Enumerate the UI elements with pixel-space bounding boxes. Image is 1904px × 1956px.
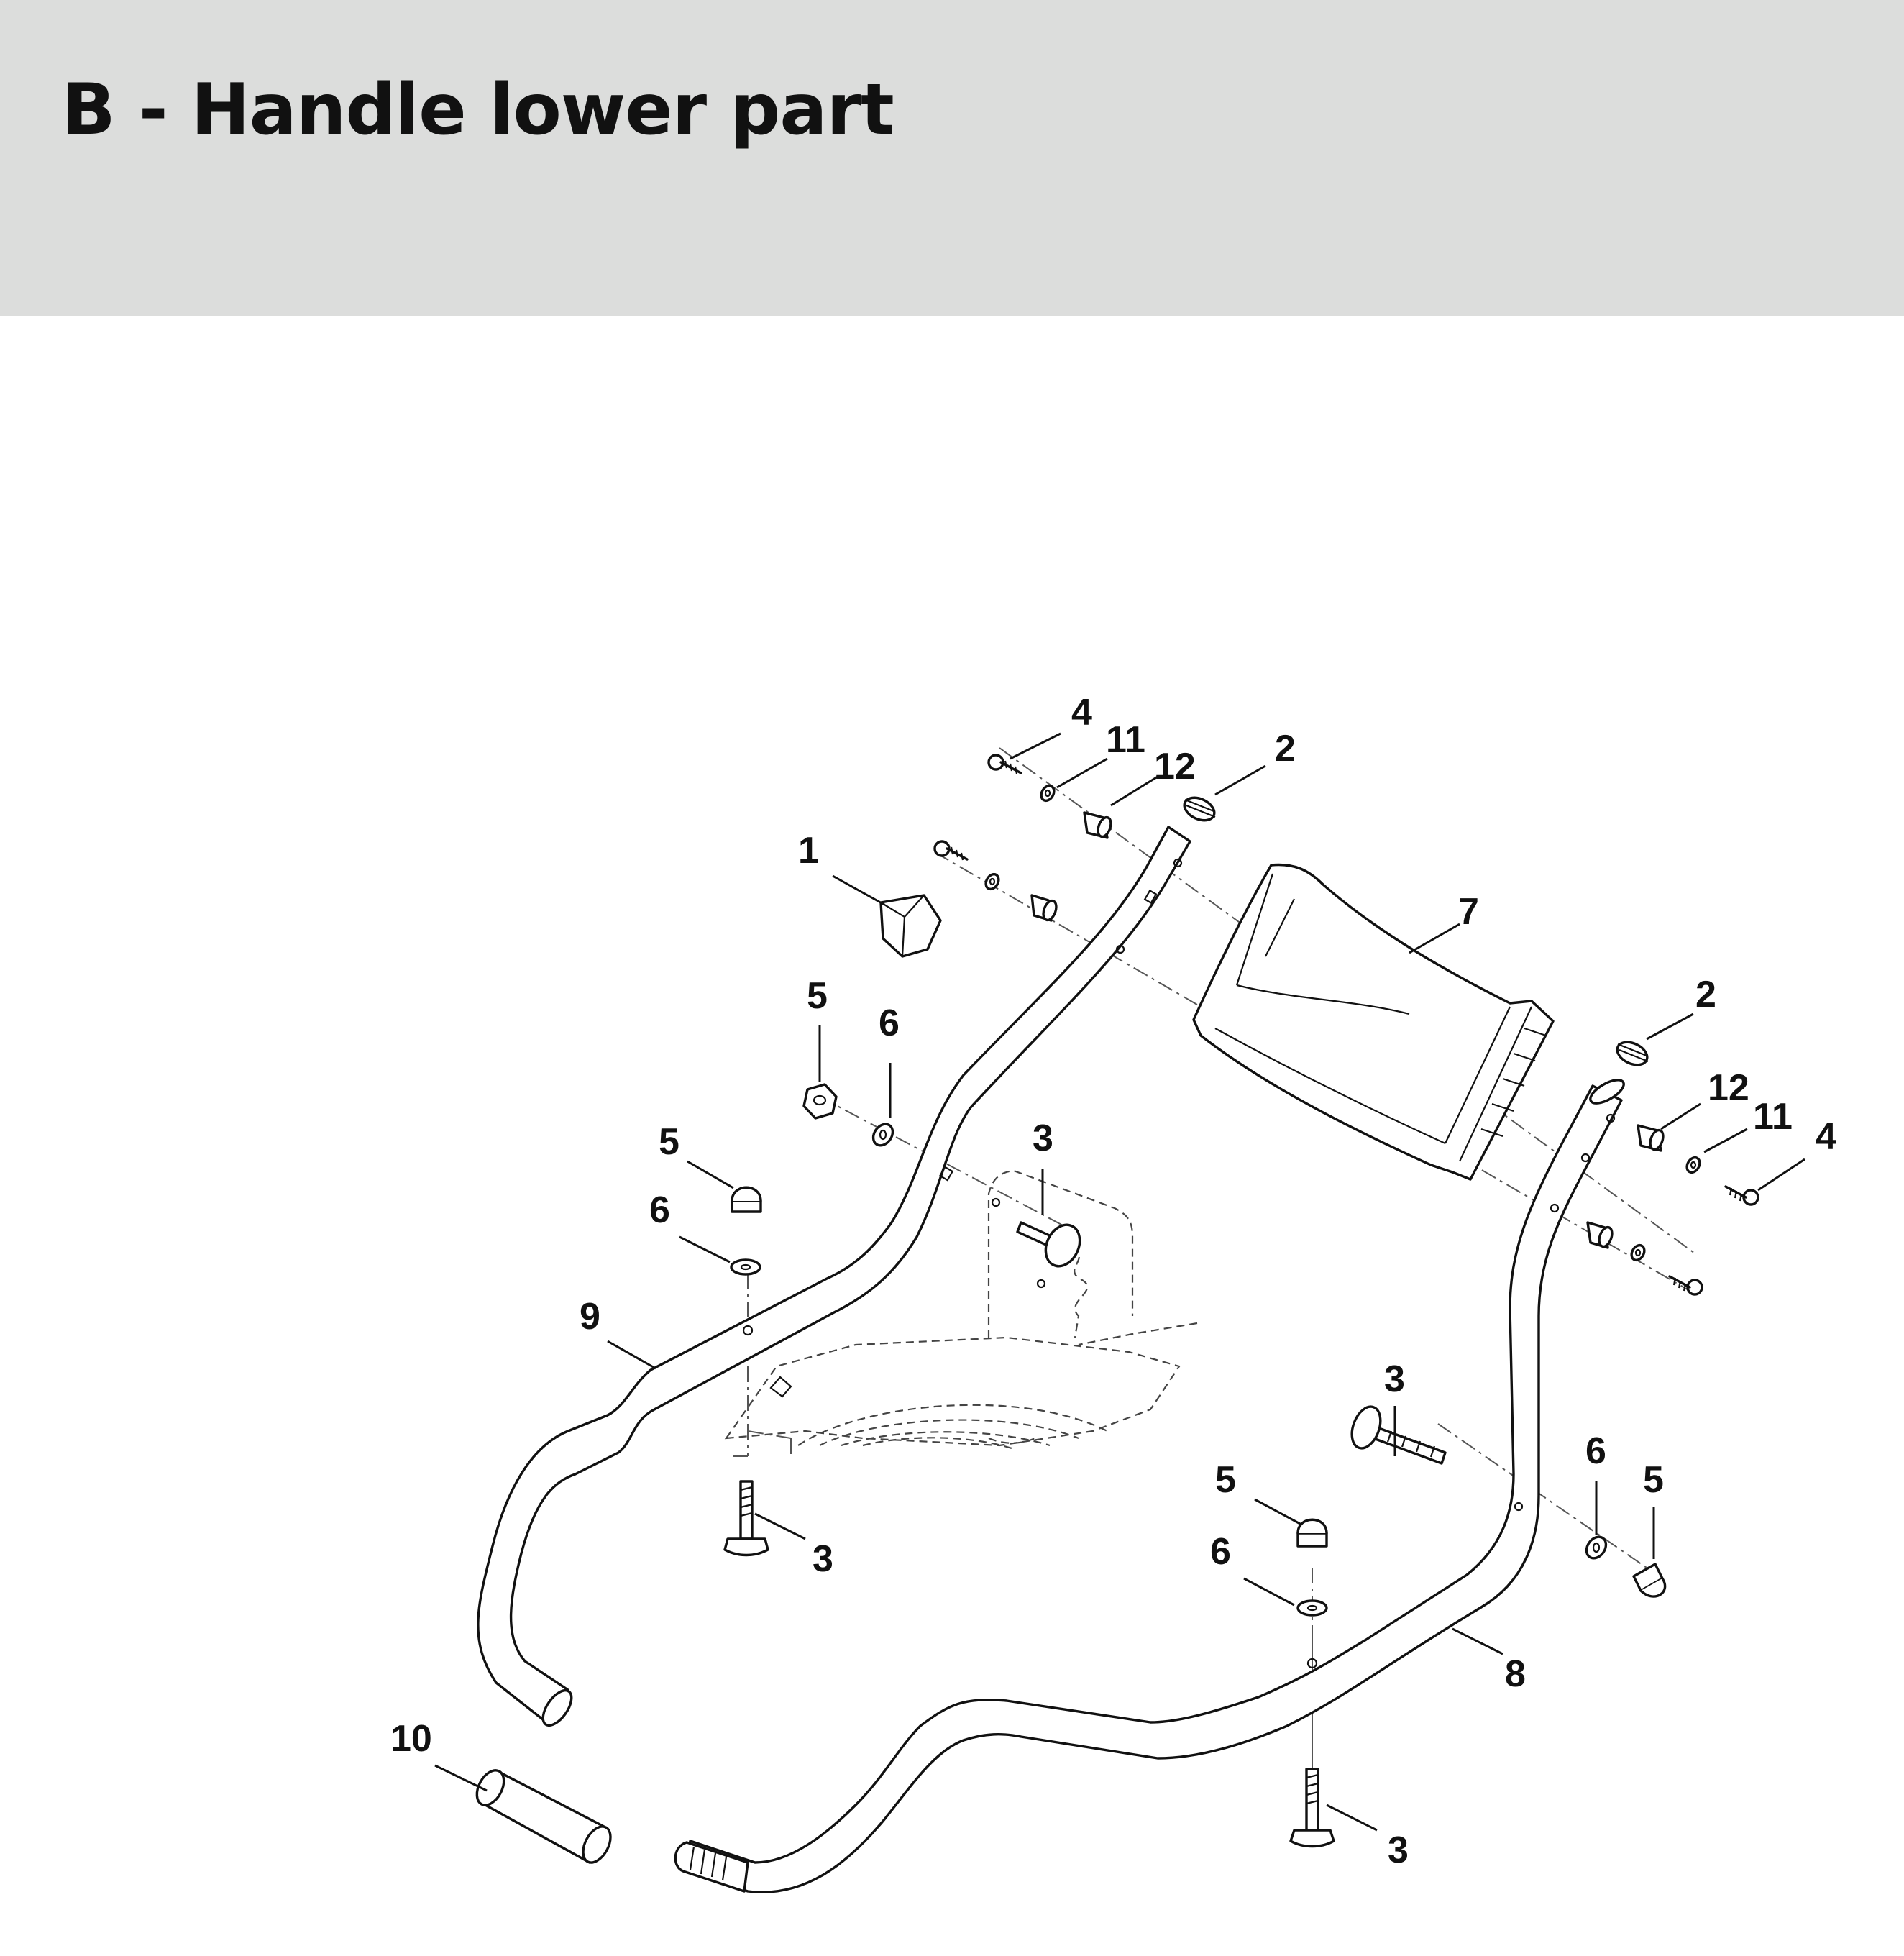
callout-4-right: 4	[1816, 1116, 1836, 1158]
spacer-upper-b[interactable]	[1030, 894, 1058, 922]
carriage-bolt-bottom[interactable]	[1289, 1768, 1335, 1848]
spacer-right-a[interactable]	[1637, 1124, 1665, 1152]
spacer-right-b[interactable]	[1586, 1221, 1614, 1249]
callout-3-left: 3	[813, 1538, 833, 1580]
tube-cap-top[interactable]	[1181, 793, 1218, 825]
lock-nut-upper[interactable]	[802, 1083, 838, 1120]
washer-upper-b[interactable]	[984, 872, 1002, 891]
screw-upper-b[interactable]	[933, 840, 969, 861]
cap-nut-right[interactable]	[1632, 1563, 1667, 1598]
handle-cover[interactable]	[1192, 863, 1555, 1181]
cap-nut-left[interactable]	[731, 1186, 762, 1213]
bracket-outline	[987, 1169, 1134, 1338]
callout-5-upper: 5	[807, 975, 828, 1017]
callout-12-right: 12	[1708, 1067, 1749, 1109]
callout-6-left: 6	[649, 1189, 670, 1231]
callout-7: 7	[1458, 891, 1479, 933]
callout-3-bracket: 3	[1033, 1118, 1053, 1159]
callout-labels: 4 11 12 2 1 7 2 12 11 4 5 6 3 5 6 9 3 3 …	[390, 692, 1836, 1871]
spacer-upper-a[interactable]	[1083, 811, 1113, 839]
callout-5-mid: 5	[1215, 1459, 1236, 1501]
callout-10: 10	[390, 1718, 432, 1760]
washer-right-b[interactable]	[1629, 1243, 1647, 1262]
washer-6-mid[interactable]	[1296, 1599, 1328, 1617]
callout-5-right: 5	[1643, 1459, 1664, 1501]
tube-cap-right[interactable]	[1614, 1038, 1651, 1069]
callout-3-bottom: 3	[1388, 1829, 1409, 1871]
leader-lines	[434, 732, 1805, 1832]
carriage-bolt-bracket[interactable]	[1016, 1220, 1086, 1272]
carriage-bolt-right[interactable]	[1347, 1403, 1447, 1465]
washer-right-a[interactable]	[1685, 1155, 1703, 1174]
callout-6-mid: 6	[1210, 1531, 1231, 1573]
callout-2-right: 2	[1695, 974, 1716, 1015]
washer-6-left[interactable]	[730, 1258, 761, 1276]
washer-6-right[interactable]	[1583, 1533, 1610, 1562]
grip-sleeve[interactable]	[472, 1766, 616, 1868]
callout-6-upper: 6	[879, 1002, 900, 1044]
screw-upper-a[interactable]	[987, 754, 1022, 774]
exploded-parts-diagram: 4 11 12 2 1 7 2 12 11 4 5 6 3 5 6 9 3 3 …	[390, 692, 1836, 1893]
callout-4-top: 4	[1071, 692, 1092, 734]
screw-right-a[interactable]	[1724, 1185, 1759, 1206]
callout-1: 1	[798, 830, 819, 872]
left-handle-tube[interactable]	[477, 826, 1191, 1730]
screw-right-b[interactable]	[1668, 1275, 1703, 1296]
washer-6-upper[interactable]	[869, 1120, 897, 1149]
callout-2-top: 2	[1275, 728, 1296, 769]
callout-12-top: 12	[1154, 746, 1196, 787]
right-handle-tube[interactable]	[674, 1075, 1627, 1893]
callout-8: 8	[1505, 1653, 1526, 1695]
carriage-bolt-left[interactable]	[723, 1480, 769, 1557]
header-band: B - Handle lower part	[0, 0, 1904, 316]
assembly-axes	[733, 747, 1698, 1841]
cable-clip[interactable]	[879, 894, 942, 958]
callout-9: 9	[580, 1296, 600, 1338]
mower-deck-outline	[724, 1322, 1198, 1450]
callout-6-right: 6	[1585, 1430, 1606, 1472]
callout-3-right: 3	[1384, 1358, 1405, 1400]
callout-11-right: 11	[1753, 1096, 1793, 1138]
cap-nut-mid[interactable]	[1296, 1518, 1328, 1548]
callout-11-top: 11	[1106, 719, 1145, 761]
callout-5-left: 5	[659, 1121, 679, 1163]
page-title: B - Handle lower part	[62, 69, 894, 151]
washer-upper-a[interactable]	[1039, 783, 1057, 803]
